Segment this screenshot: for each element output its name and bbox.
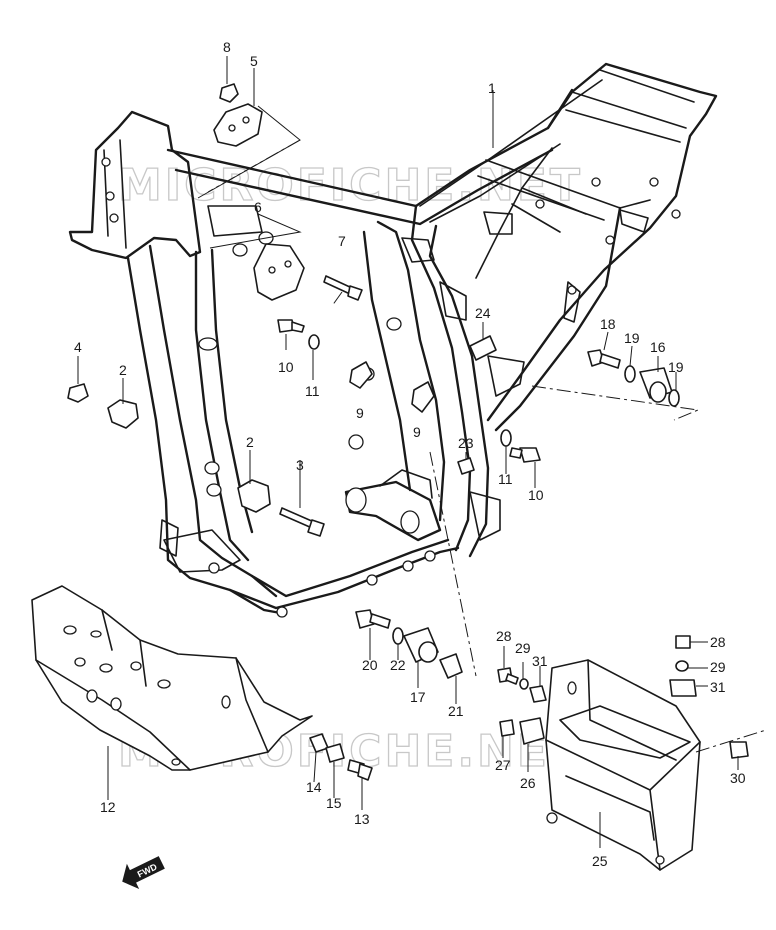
bolt-28-right [675,635,691,649]
callout-12: 12 [100,799,116,815]
callout-13: 13 [354,811,370,827]
washer-22 [392,627,404,645]
clip-9-right [411,381,435,413]
callout-9-right: 9 [413,424,421,440]
nut-8 [219,83,239,103]
callout-21: 21 [448,703,464,719]
bracket-2-lower [237,479,271,513]
callout-24: 24 [475,305,491,321]
main-frame [68,62,718,618]
callout-2-upper: 2 [119,362,127,378]
washer-29-right [675,660,689,672]
callout-29-right: 29 [710,659,726,675]
bracket-26 [519,717,545,745]
callout-28-right: 28 [710,634,726,650]
collar-21 [439,653,463,679]
callout-8: 8 [223,39,231,55]
skid-plate-12 [31,585,313,771]
callout-22: 22 [390,657,406,673]
callout-29-left: 29 [515,640,531,656]
bracket-5 [213,103,263,147]
washer-11-right [500,429,512,447]
callout-6: 6 [254,199,262,215]
clip-9-left [349,361,373,389]
bolt-7 [323,275,353,295]
callout-30: 30 [730,770,746,786]
callout-25: 25 [592,853,608,869]
callout-27: 27 [495,757,511,773]
washer-19-a [624,365,636,383]
grommet-31-left [529,685,547,703]
callout-19-b: 19 [668,359,684,375]
callout-5: 5 [250,53,258,69]
leader-lines [77,56,767,848]
callout-14: 14 [306,779,322,795]
callout-18: 18 [600,316,616,332]
callout-7: 7 [338,233,346,249]
callout-31-right: 31 [710,679,726,695]
fwd-arrow-icon: FWD [122,856,165,889]
callout-28-left: 28 [496,628,512,644]
callout-10-right: 10 [528,487,544,503]
callout-11-right: 11 [498,471,513,487]
bolt-27 [499,719,515,737]
callout-19-a: 19 [624,330,640,346]
bracket-2-upper [107,399,139,429]
spacer-15 [325,743,345,763]
callout-17: 17 [410,689,426,705]
nut-23 [457,457,475,475]
callout-10-left: 10 [278,359,294,375]
bolt-10-right [519,447,541,463]
callout-1: 1 [488,80,496,96]
callout-15: 15 [326,795,342,811]
callout-11-left: 11 [305,383,320,399]
callout-2-lower: 2 [246,434,254,450]
callout-26: 26 [520,775,536,791]
nut-4 [67,383,89,403]
callout-3: 3 [296,457,304,473]
callout-20: 20 [362,657,378,673]
washer-19-b [668,389,680,407]
callout-9-left: 9 [356,405,364,421]
callout-23: 23 [458,435,474,451]
battery-box-25 [545,659,701,871]
washer-29-left [519,678,529,690]
nut-30 [729,741,749,759]
grommet-31-right [669,679,697,697]
bolt-3 [279,507,315,529]
callout-labels: 1 2 2 3 4 5 6 7 8 9 9 10 10 11 11 12 13 … [74,39,746,869]
callout-31-left: 31 [532,653,548,669]
callout-4: 4 [74,339,82,355]
bracket-6 [253,243,305,301]
washer-11-left [308,334,320,350]
callout-16: 16 [650,339,666,355]
